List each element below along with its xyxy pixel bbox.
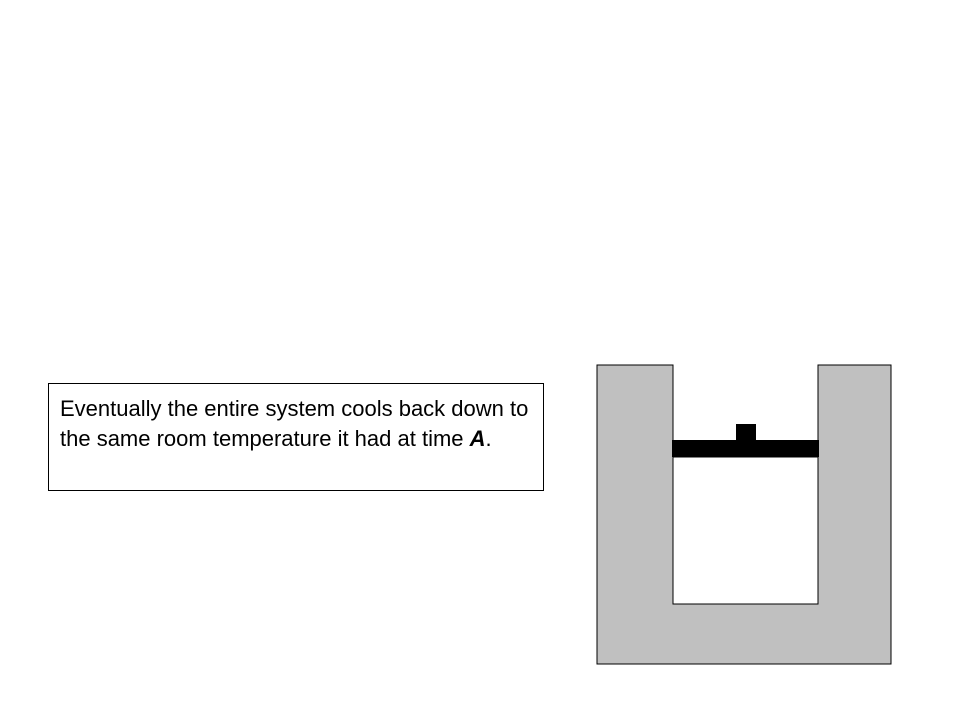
piston-stem (736, 424, 756, 441)
caption-text: Eventually the entire system cools back … (60, 396, 529, 451)
caption-period: . (485, 426, 492, 451)
caption-time-label: A (469, 426, 486, 451)
caption-box: Eventually the entire system cools back … (48, 383, 544, 491)
piston-plate (672, 440, 819, 457)
gas-chamber (672, 456, 819, 605)
